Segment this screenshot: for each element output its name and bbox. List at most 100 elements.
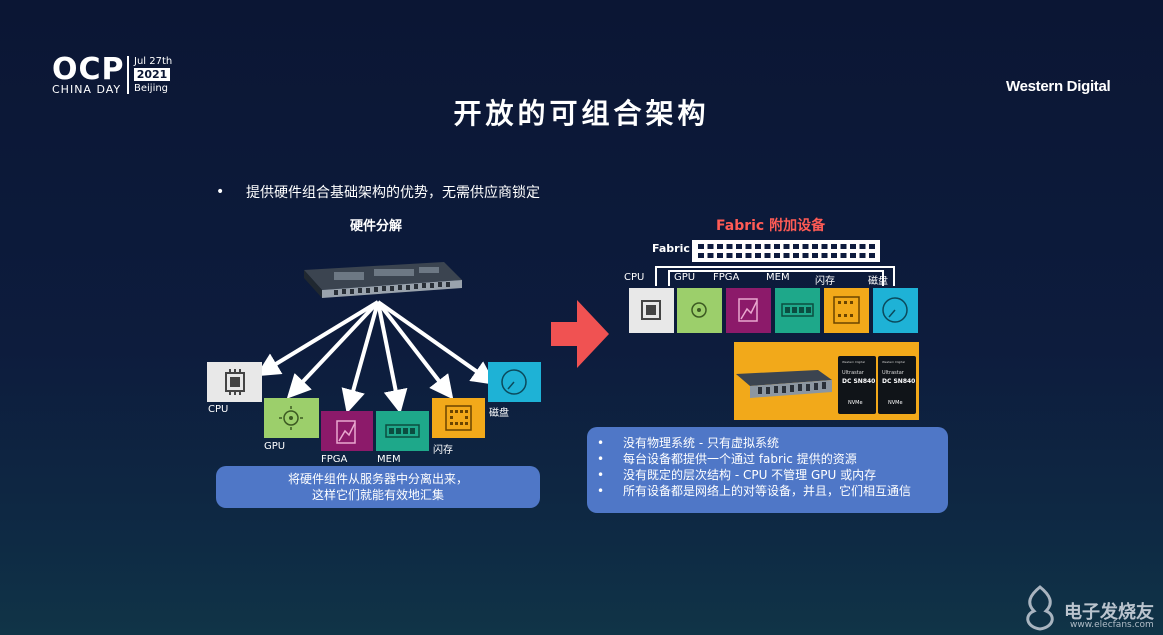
watermark-name: 电子发烧友: [1064, 602, 1154, 623]
ssd1-iface: NVMe: [848, 400, 863, 406]
fabric-port: [869, 253, 875, 258]
fabric-port: [736, 253, 742, 258]
benefit-item: •所有设备都是网络上的对等设备，并且，它们相互通信: [597, 484, 912, 498]
fab-gpu-tile: [677, 288, 722, 333]
fabric-port: [717, 253, 723, 258]
fabric-port: [840, 244, 847, 249]
fabric-switch: [692, 240, 880, 262]
slide-title: 开放的可组合架构: [453, 97, 710, 130]
benefit-item: •没有物理系统 - 只有虚拟系统: [597, 436, 779, 450]
fab-fpga-tile: [726, 288, 771, 333]
fabric-port: [707, 244, 714, 249]
fabric-port: [812, 253, 818, 258]
watermark-url: www.elecfans.com: [1070, 620, 1154, 630]
fabric-link-inner: [668, 270, 884, 286]
china-day-label: CHINA DAY: [52, 83, 122, 96]
fabric-ports-icon: [698, 244, 875, 258]
fabric-port: [755, 253, 761, 258]
fabric-port: [840, 253, 847, 258]
fabric-port: [850, 253, 856, 258]
fpga-icon: [336, 420, 356, 444]
left-note-box: 将硬件组件从服务器中分离出来， 这样它们就能有效地汇集: [216, 466, 540, 508]
fab-disk-label: 磁盘: [868, 276, 888, 287]
fabric-port: [774, 253, 780, 258]
disk-label: 磁盘: [489, 408, 509, 419]
fabric-port: [764, 253, 771, 258]
left-note-line1: 将硬件组件从服务器中分离出来，: [287, 472, 468, 486]
fab-flash-label: 闪存: [815, 276, 835, 287]
server-image: [304, 262, 462, 298]
hardware-disaggregation-heading: 硬件分解: [350, 219, 403, 234]
bullet-dot: •: [216, 184, 225, 200]
transition-arrow-icon: [551, 300, 609, 368]
disk-tile: [488, 362, 541, 402]
fabric-port: [859, 253, 866, 258]
logo-divider: [127, 56, 129, 94]
mem-label: MEM: [377, 454, 401, 465]
gpu-tile: [264, 398, 319, 438]
fabric-port: [707, 253, 714, 258]
flash-chip-icon: [445, 405, 472, 431]
fabric-port: [831, 244, 837, 249]
ssd-product-image: Western Digital Ultrastar DC SN840 NVMe …: [734, 342, 919, 420]
fabric-port: [774, 244, 780, 249]
western-digital-logo: Western Digital: [1006, 78, 1111, 95]
fpga-label: FPGA: [321, 454, 348, 465]
fabric-port: [859, 244, 866, 249]
fabric-benefits-box: •没有物理系统 - 只有虚拟系统 •每台设备都提供一个通过 fabric 提供的…: [587, 427, 948, 513]
gpu-icon: [691, 302, 707, 318]
gpu-icon: [279, 406, 303, 430]
fabric-port: [698, 244, 704, 249]
fab-gpu-label: GPU: [674, 272, 696, 283]
fpga-tile: [321, 411, 373, 451]
fabric-port: [783, 253, 790, 258]
left-note-line2: 这样它们就能有效地汇集: [311, 488, 444, 502]
fabric-port: [802, 244, 809, 249]
event-year: 2021: [134, 68, 170, 81]
cpu-label: CPU: [208, 404, 229, 415]
fabric-port: [745, 244, 752, 249]
benefit-item: •每台设备都提供一个通过 fabric 提供的资源: [597, 452, 857, 466]
fabric-port: [783, 244, 790, 249]
fabric-port: [736, 244, 742, 249]
cpu-icon: [225, 369, 245, 395]
ocp-logo: OCP: [52, 52, 125, 87]
fabric-port: [764, 244, 771, 249]
flash-tile: [432, 398, 485, 438]
mem-tile: [376, 411, 429, 451]
fab-flash-tile: [824, 288, 869, 333]
memory-icon: [385, 424, 420, 438]
fab-cpu-tile: [629, 288, 674, 333]
cpu-tile: [207, 362, 262, 402]
gpu-label: GPU: [264, 441, 286, 452]
ssd1-model: Ultrastar: [842, 370, 864, 376]
fabric-port: [821, 253, 828, 258]
disk-icon: [501, 369, 527, 395]
ssd2-brand: Western Digital: [882, 360, 905, 364]
fabric-port: [726, 244, 733, 249]
fab-fpga-label: FPGA: [713, 272, 740, 283]
bullet-text: 提供硬件组合基础架构的优势，无需供应商锁定: [246, 185, 540, 201]
fab-disk-tile: [873, 288, 918, 333]
disk-icon: [882, 297, 908, 323]
benefit-item: •没有既定的层次结构 - CPU 不管理 GPU 或内存: [597, 468, 877, 482]
fabric-port: [726, 253, 733, 258]
flash-chip-icon: [833, 296, 860, 324]
fab-cpu-label: CPU: [624, 272, 645, 283]
elecfans-logo-icon: [1026, 585, 1054, 631]
ssd1-series: DC SN840: [842, 378, 876, 385]
fabric-label: Fabric: [652, 242, 690, 255]
ssd2-model: Ultrastar: [882, 370, 904, 376]
event-city: Beijing: [134, 83, 169, 94]
cpu-icon: [641, 300, 661, 320]
fabric-attached-heading: Fabric 附加设备: [716, 218, 826, 234]
fab-mem-label: MEM: [766, 272, 790, 283]
fabric-port: [793, 253, 799, 258]
ssd2-series: DC SN840: [882, 378, 916, 385]
fabric-port: [745, 253, 752, 258]
fabric-port: [831, 253, 837, 258]
fabric-link-outer: [655, 266, 895, 286]
fabric-port: [755, 244, 761, 249]
ssd1-brand: Western Digital: [842, 360, 865, 364]
disaggregation-arrows: [255, 300, 496, 414]
